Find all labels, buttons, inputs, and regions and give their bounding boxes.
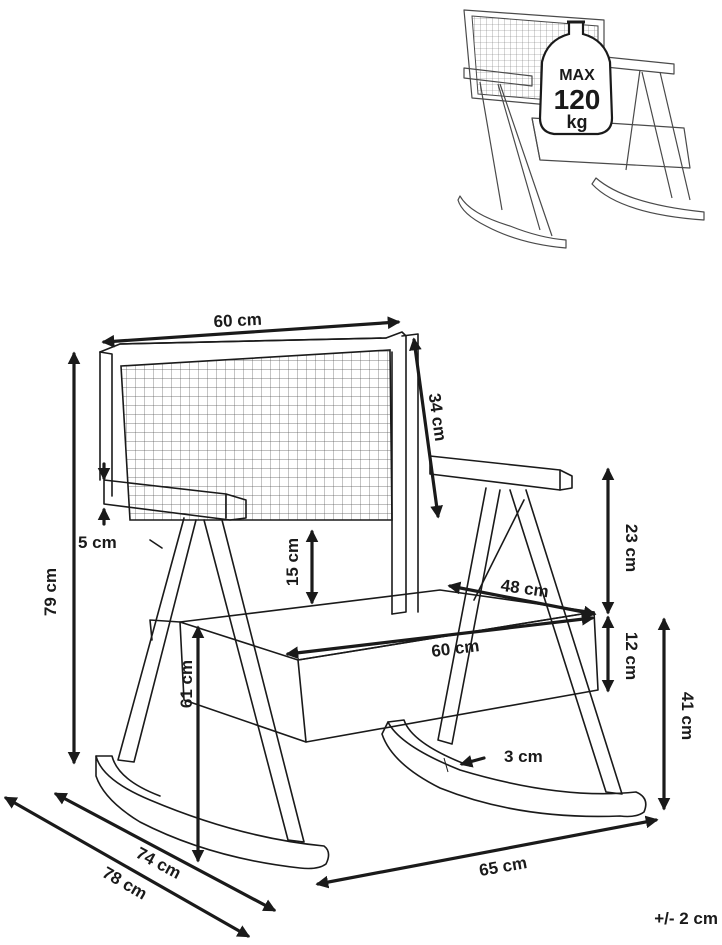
label-armrest-thickness: 5 cm: [78, 533, 117, 552]
label-total-width: 65 cm: [478, 853, 529, 880]
label-total-depth: 78 cm: [99, 863, 150, 904]
label-total-height: 79 cm: [41, 568, 60, 616]
main-chair: [95, 331, 647, 870]
label-cushion-thickness: 12 cm: [622, 632, 641, 680]
arrow-total-width: [315, 815, 659, 889]
weight-icon: [538, 20, 614, 136]
label-tolerance: +/- 2 cm: [654, 909, 718, 928]
dimension-arrows: [3, 316, 671, 938]
arrow-seat-width: [285, 612, 595, 660]
label-rocker-thickness: 3 cm: [504, 747, 543, 766]
weight-unit: kg: [566, 112, 587, 132]
label-backrest-width: 60 cm: [213, 310, 262, 331]
label-floor-to-seat: 61 cm: [177, 660, 196, 708]
arrow-rocker-thickness: [459, 755, 486, 768]
weight-max-label: MAX: [559, 67, 595, 84]
arrow-backrest-width: [101, 316, 401, 348]
label-arm-above-seat: 15 cm: [283, 538, 302, 586]
label-arm-height: 23 cm: [622, 524, 641, 572]
arrow-seat-depth: [447, 581, 597, 619]
label-seat-width: 60 cm: [430, 636, 480, 661]
arrow-total-depth: [3, 796, 251, 938]
weight-value: 120: [554, 84, 601, 115]
arrow-backrest-height: [409, 337, 443, 519]
label-seat-height: 41 cm: [678, 692, 697, 740]
arrow-inner-depth: [53, 792, 277, 912]
backrest-cane-panel: [120, 349, 393, 521]
